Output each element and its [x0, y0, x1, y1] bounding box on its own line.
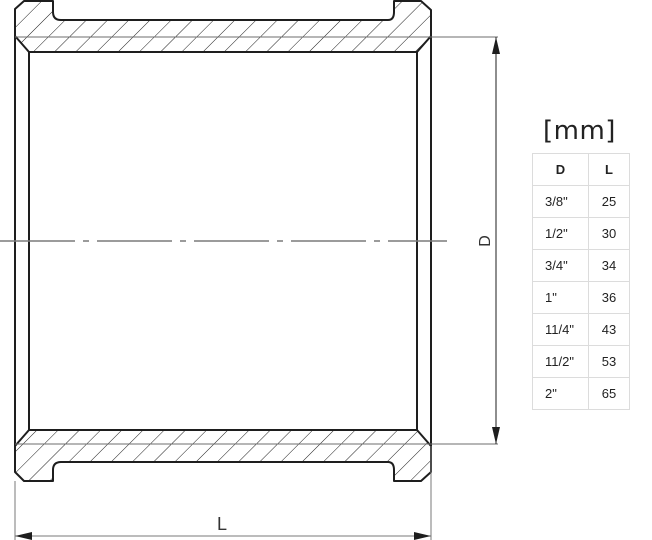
cell-l: 30	[588, 217, 630, 250]
thread-lines	[15, 36, 498, 445]
cell-d: 11/2"	[532, 345, 589, 378]
unit-label: [mm]	[543, 116, 616, 146]
cell-l: 25	[588, 185, 630, 218]
table-row: 1/2" 30	[532, 217, 630, 250]
dimensions-table: D L 3/8" 25 1/2" 30 3/4" 34 1" 36 11/4" …	[532, 153, 630, 410]
table-row: 11/4" 43	[532, 313, 630, 346]
header-d: D	[532, 153, 589, 186]
length-label: L	[217, 514, 227, 534]
length-dimension: L	[14, 446, 432, 540]
table-row: 2" 65	[532, 377, 630, 410]
diameter-dimension: D	[477, 37, 500, 444]
cell-d: 1"	[532, 281, 589, 314]
table-row: 3/8" 25	[532, 185, 630, 218]
cell-d: 1/2"	[532, 217, 589, 250]
header-l: L	[588, 153, 630, 186]
cell-l: 53	[588, 345, 630, 378]
table-header-row: D L	[532, 153, 630, 186]
cell-l: 65	[588, 377, 630, 410]
cell-d: 3/8"	[532, 185, 589, 218]
diameter-label: D	[477, 235, 494, 247]
cell-l: 34	[588, 249, 630, 282]
table-row: 3/4" 34	[532, 249, 630, 282]
table-row: 11/2" 53	[532, 345, 630, 378]
cell-d: 2"	[532, 377, 589, 410]
cell-d: 3/4"	[532, 249, 589, 282]
top-wall-section	[14, 0, 432, 53]
cell-l: 36	[588, 281, 630, 314]
bottom-wall-section	[14, 429, 432, 482]
cell-l: 43	[588, 313, 630, 346]
cell-d: 11/4"	[532, 313, 589, 346]
table-row: 1" 36	[532, 281, 630, 314]
